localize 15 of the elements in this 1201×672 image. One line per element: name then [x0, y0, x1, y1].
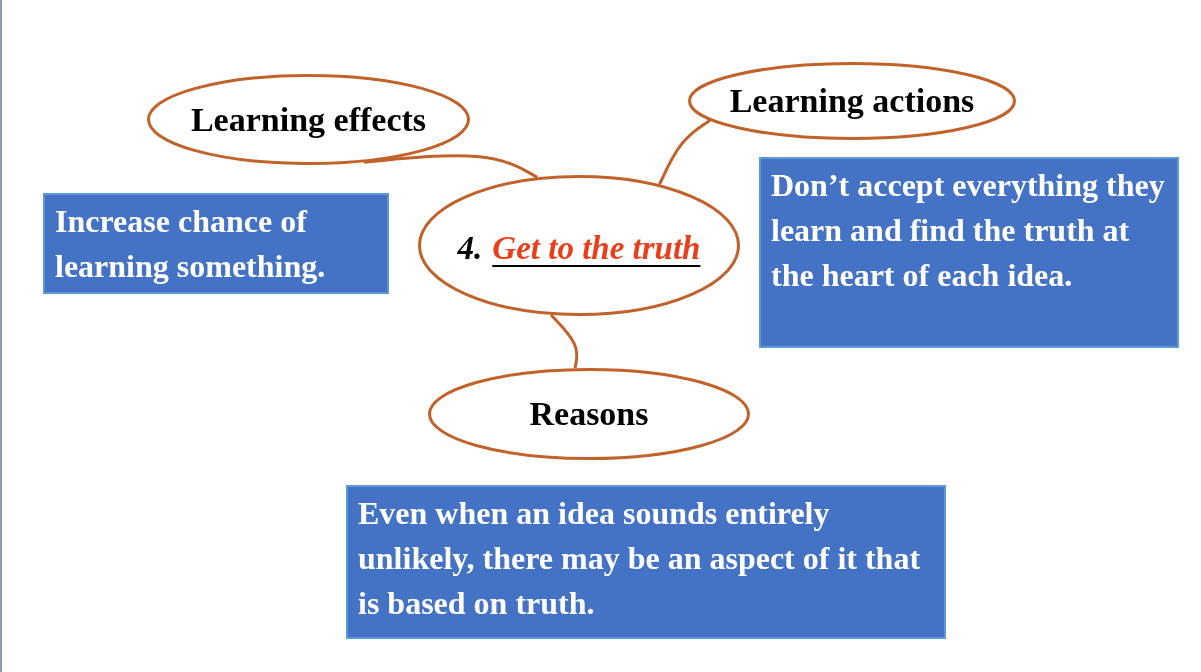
topic-label: Learning effects: [190, 100, 427, 139]
connector-line: [658, 119, 711, 186]
topic-ellipse: [418, 175, 740, 316]
topic-number: 4.: [457, 230, 483, 267]
text-box: Increase chance of learning something.: [43, 193, 389, 294]
text-box: Even when an idea sounds entirely unlikely, there may be an aspect of it that is based on truth.: [346, 485, 946, 639]
topic-ellipse: [147, 74, 470, 165]
topic-ellipse: [428, 368, 750, 460]
text-box: Don’t accept everything they learn and find the truth at the heart of each idea.: [759, 157, 1179, 348]
topic-title: Get to the truth: [492, 230, 701, 267]
connector-line: [363, 154, 539, 179]
topic-ellipse: [688, 62, 1016, 140]
connector-line: [549, 313, 579, 369]
topic-label: Reasons: [529, 395, 649, 433]
topic-label: Learning actions: [729, 82, 975, 120]
